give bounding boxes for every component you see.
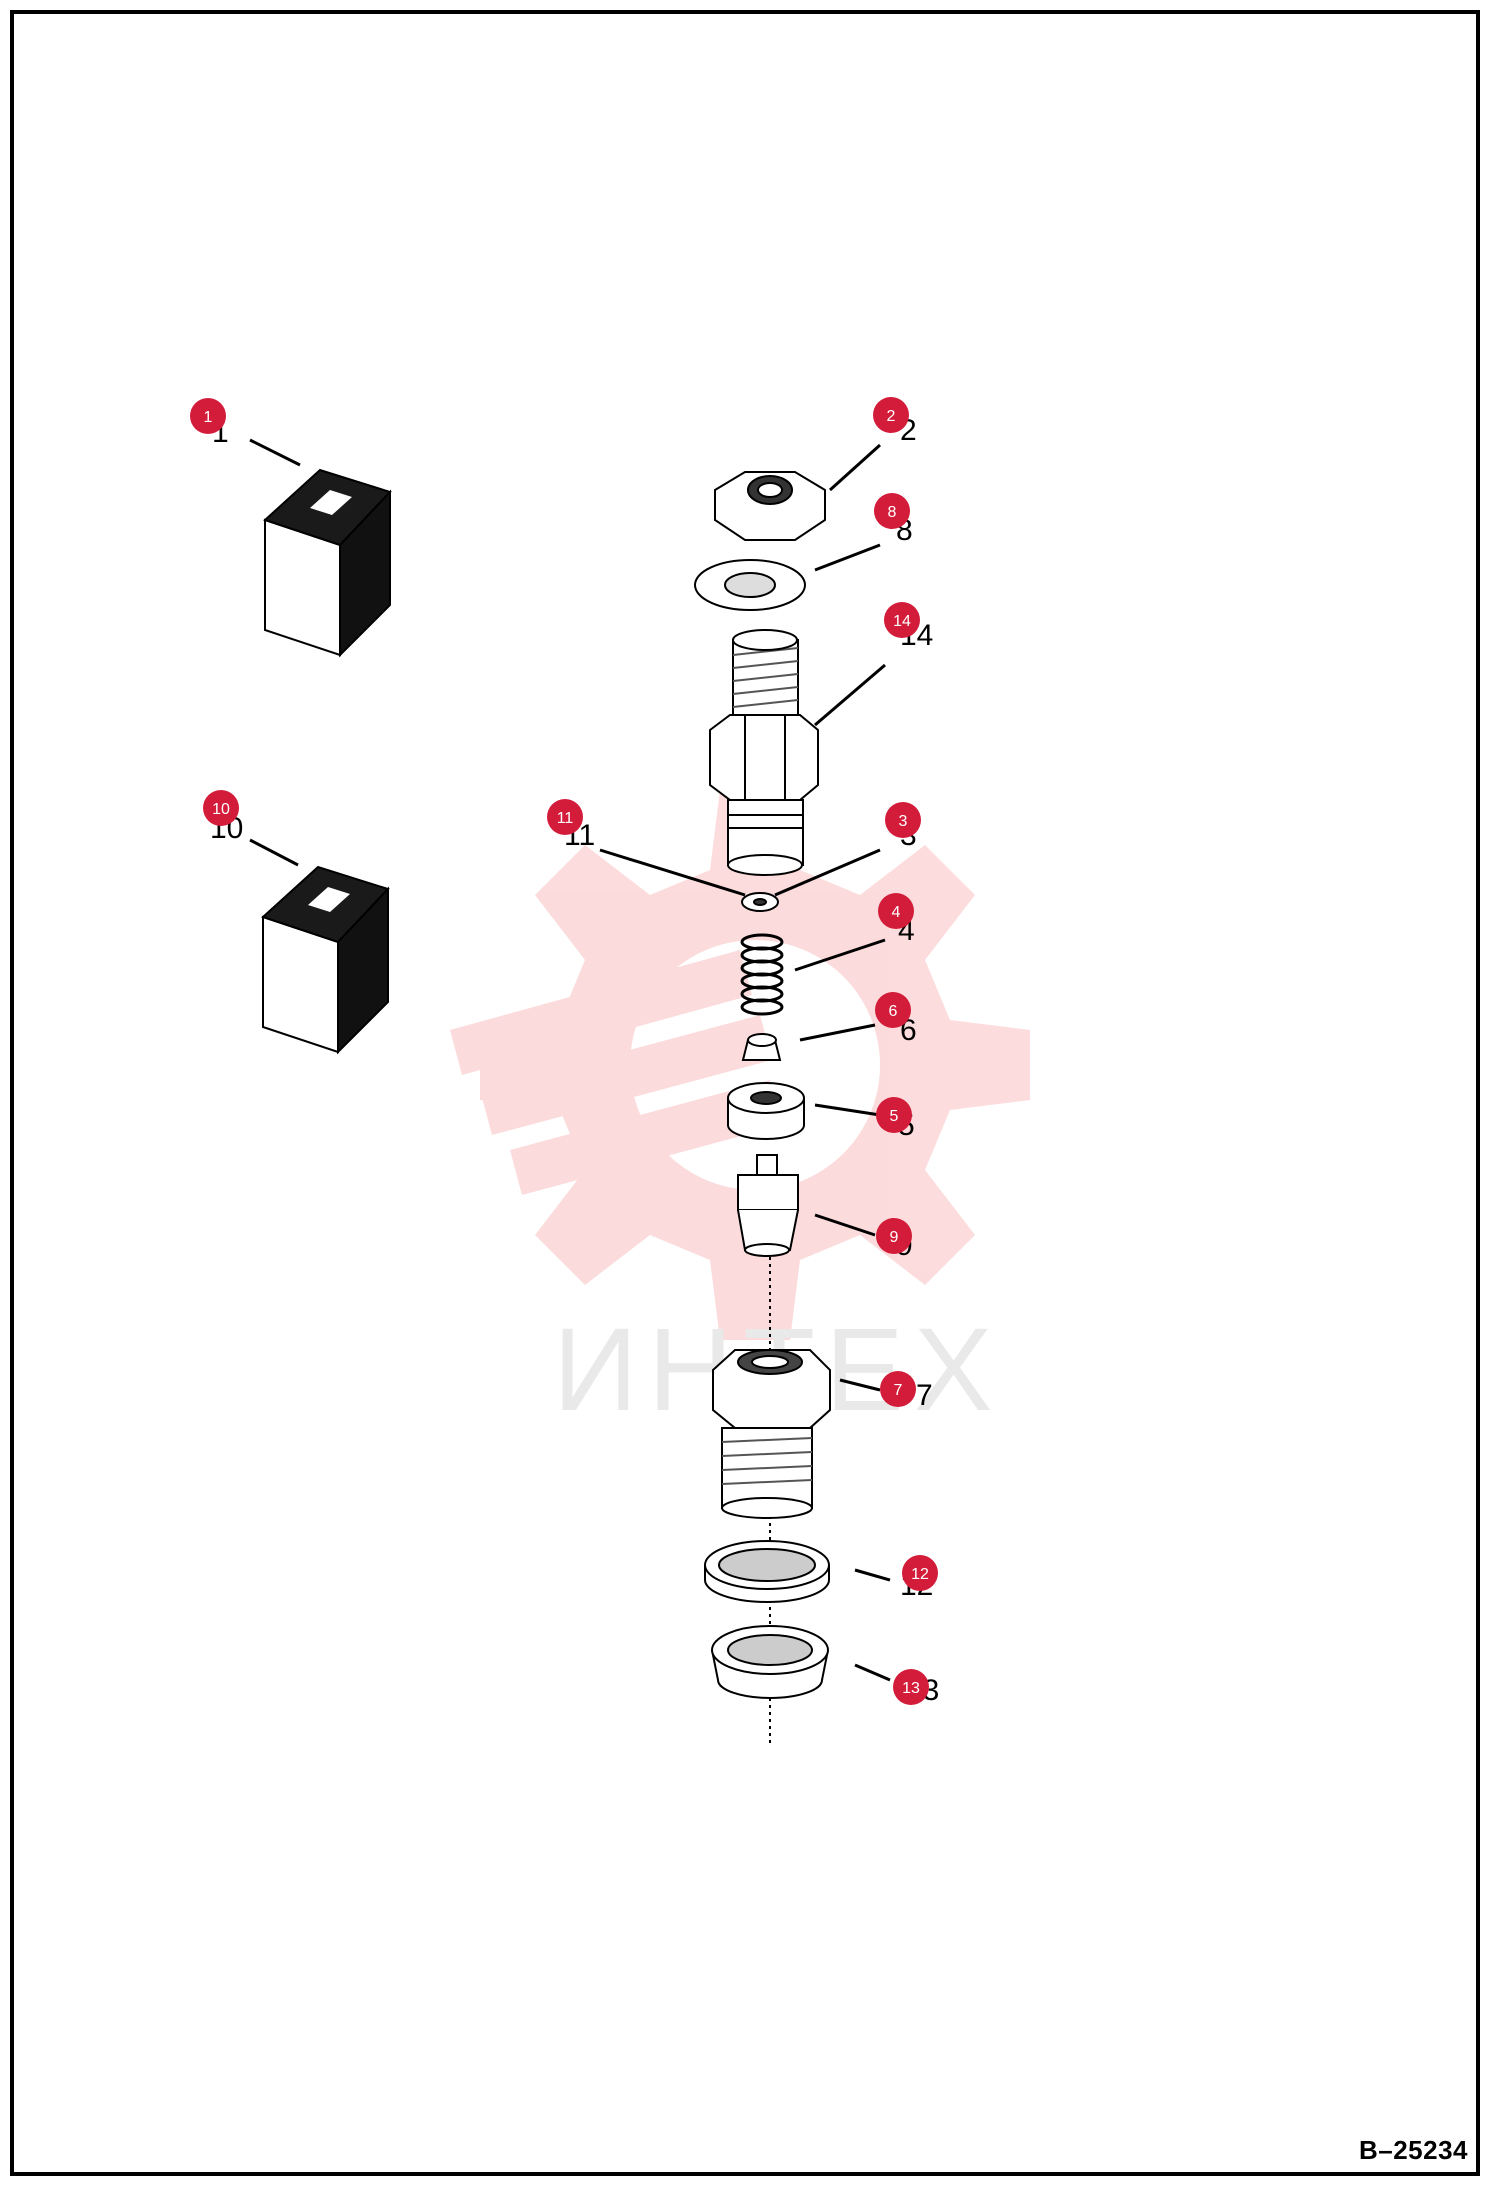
callout-5[interactable]: 5	[876, 1097, 912, 1133]
part-12-seal-ring	[704, 1540, 830, 1603]
leader-7	[839, 1378, 881, 1392]
callout-2-label: 2	[887, 408, 896, 425]
callout-12-label: 12	[911, 1566, 929, 1583]
callout-4[interactable]: 4	[878, 893, 914, 929]
callout-4-label: 4	[892, 904, 901, 921]
callout-9[interactable]: 9	[876, 1218, 912, 1254]
leader-10	[249, 838, 299, 867]
callout-1[interactable]: 1	[190, 398, 226, 434]
drawing-frame	[10, 10, 1480, 2176]
leader-9	[814, 1213, 876, 1237]
leader-8	[814, 543, 881, 572]
callout-6-label: 6	[889, 1003, 898, 1020]
part-10-filter-element	[261, 865, 390, 1055]
leader-lines	[249, 438, 891, 1682]
part-1-filter-element	[263, 468, 392, 658]
part-6-delivery-valve	[741, 1033, 782, 1061]
callout-5-label: 5	[890, 1108, 899, 1125]
callout-7-label: 7	[894, 1382, 903, 1399]
leader-2	[828, 443, 882, 492]
callout-14[interactable]: 14	[884, 602, 920, 638]
callout-9-label: 9	[890, 1229, 899, 1246]
callout-6[interactable]: 6	[875, 992, 911, 1028]
callout-3[interactable]: 3	[885, 802, 921, 838]
leader-11	[599, 848, 746, 897]
part-3-small-washer	[741, 892, 779, 912]
callout-10[interactable]: 10	[203, 790, 239, 826]
callout-markers: 1 2 8 14 10 11 3 4	[190, 397, 938, 1705]
callout-7[interactable]: 7	[880, 1371, 916, 1407]
part-number-7: 7	[916, 1379, 933, 1412]
callout-8[interactable]: 8	[874, 493, 910, 529]
part-9-plunger-barrel	[737, 1154, 799, 1257]
part-13-bushing	[711, 1625, 829, 1699]
callout-13-label: 13	[902, 1680, 920, 1697]
callout-14-label: 14	[893, 613, 911, 630]
watermark-stripes	[450, 950, 782, 1195]
callout-2[interactable]: 2	[873, 397, 909, 433]
leader-14	[814, 663, 886, 727]
leader-4	[794, 938, 886, 972]
callout-3-label: 3	[899, 813, 908, 830]
part-14-valve-holder	[709, 629, 819, 876]
leader-13	[854, 1663, 891, 1682]
leader-3	[774, 848, 881, 897]
part-7-housing	[712, 1349, 831, 1519]
part-8-washer	[694, 559, 806, 611]
callout-8-label: 8	[888, 504, 897, 521]
callout-12[interactable]: 12	[902, 1555, 938, 1591]
part-4-spring	[740, 933, 784, 1016]
leader-1	[249, 438, 301, 467]
callout-13[interactable]: 13	[893, 1669, 929, 1705]
callout-11[interactable]: 11	[547, 799, 583, 835]
callout-1-label: 1	[204, 409, 213, 426]
leader-5	[814, 1103, 881, 1117]
part-2-hex-nut	[714, 471, 826, 541]
callout-11-label: 11	[557, 810, 574, 827]
leader-6	[799, 1023, 876, 1042]
callout-10-label: 10	[212, 801, 230, 818]
leader-12	[854, 1568, 891, 1582]
part-5-valve-seat	[727, 1082, 805, 1140]
drawing-id: B–25234	[1358, 2135, 1468, 2165]
